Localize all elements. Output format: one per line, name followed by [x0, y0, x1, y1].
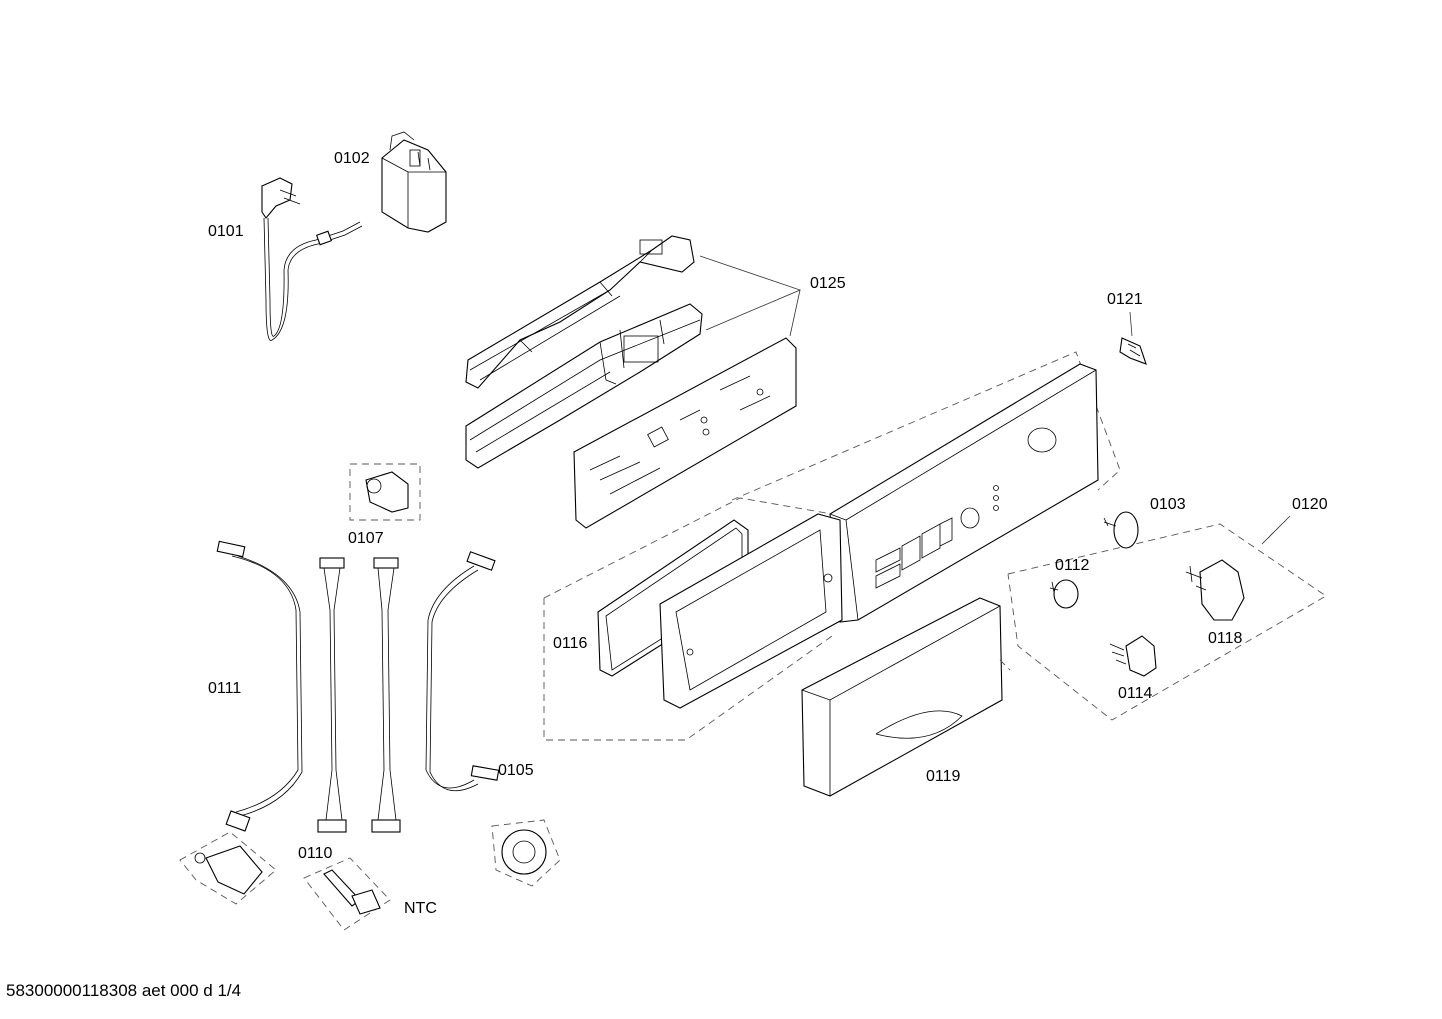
part-0118-knob	[1185, 559, 1245, 621]
part-0103-knob	[1103, 511, 1139, 549]
part-harness-b	[317, 557, 347, 833]
part-0105-wiring-harness	[425, 551, 500, 792]
label-0120: 0120	[1292, 496, 1328, 513]
label-0110: 0110	[298, 845, 333, 862]
part-dispenser-frame	[659, 513, 843, 709]
label-0118: 0118	[1208, 630, 1243, 647]
label-0119: 0119	[926, 768, 961, 785]
label-0107: 0107	[348, 530, 384, 547]
label-0116: 0116	[553, 635, 588, 652]
part-0107-pressure-switch	[349, 463, 421, 521]
part-0101-power-cord	[261, 177, 363, 341]
label-0112: 0112	[1055, 557, 1090, 574]
part-harness-c	[371, 557, 401, 833]
part-0102-interference-filter	[381, 131, 447, 233]
part-0111-wiring-harness	[216, 540, 303, 832]
label-0101: 0101	[208, 223, 244, 240]
part-control-panel	[731, 351, 1121, 623]
part-valve	[179, 831, 277, 905]
label-0103: 0103	[1150, 496, 1186, 513]
part-0112-knob	[1049, 579, 1079, 609]
part-0125-electronic-module	[465, 235, 797, 529]
label-0125: 0125	[810, 275, 846, 292]
label-0102: 0102	[334, 150, 370, 167]
part-0121-clip	[1119, 337, 1147, 365]
part-0119-drawer-handle	[801, 597, 1003, 797]
label-ntc: NTC	[404, 900, 437, 917]
label-0114: 0114	[1118, 685, 1153, 702]
document-code: 58300000118308 aet 000 d 1/4	[6, 981, 242, 1000]
part-0114-knob	[1109, 635, 1157, 677]
label-0111: 0111	[208, 680, 241, 697]
label-0105: 0105	[498, 762, 534, 779]
part-pressure-sensor	[491, 819, 561, 887]
label-0121: 0121	[1107, 291, 1143, 308]
part-ntc-sensor	[303, 857, 391, 931]
